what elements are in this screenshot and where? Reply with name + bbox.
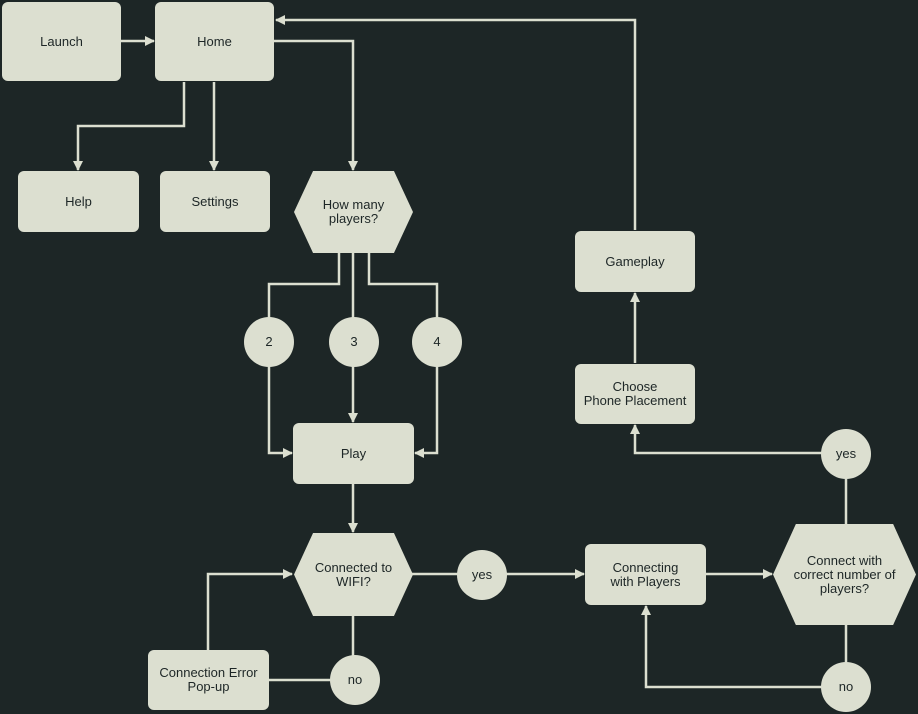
node-connected-wifi: Connected to WIFI? xyxy=(294,533,413,616)
node-how-many-label: How many players? xyxy=(322,197,385,226)
node-gameplay-label: Gameplay xyxy=(605,253,665,269)
node-phone-placement: Choose Phone Placement xyxy=(575,364,695,424)
node-connected-wifi-label: Connected to WIFI? xyxy=(314,559,393,589)
node-connecting-players: Connecting with Players xyxy=(585,544,706,605)
node-help: Help xyxy=(18,171,139,232)
node-home-label: Home xyxy=(197,33,232,49)
node-connection-error: Connection Error Pop-up xyxy=(148,650,269,710)
node-correct-yes: yes xyxy=(821,429,871,479)
node-help-label: Help xyxy=(65,193,92,209)
node-settings: Settings xyxy=(160,171,270,232)
node-correct-no-label: no xyxy=(838,679,854,694)
edge-gameplay-home xyxy=(275,15,637,230)
node-option-4: 4 xyxy=(412,317,462,367)
node-connecting-label: Connecting with Players xyxy=(610,559,681,589)
node-wifi-yes: yes xyxy=(457,550,507,600)
node-settings-label: Settings xyxy=(191,193,239,209)
node-connection-error-label: Connection Error Pop-up xyxy=(159,665,258,694)
node-correct-number-label: Connect with correct number of players? xyxy=(793,552,896,596)
node-launch: Launch xyxy=(2,2,121,81)
node-play-label: Play xyxy=(340,445,367,461)
node-option-3: 3 xyxy=(329,317,379,367)
edge-error-wifi xyxy=(206,569,293,650)
node-wifi-no: no xyxy=(330,655,380,705)
edge-home-howmany xyxy=(274,39,358,171)
node-home: Home xyxy=(155,2,274,81)
edge-yes-placement xyxy=(630,424,822,455)
node-option-2: 2 xyxy=(244,317,294,367)
node-option-4-label: 4 xyxy=(433,334,441,349)
edge-howmany-2 xyxy=(267,252,341,318)
node-correct-no: no xyxy=(821,662,871,712)
node-launch-label: Launch xyxy=(40,33,83,49)
node-correct-number: Connect with correct number of players? xyxy=(773,524,916,625)
node-correct-yes-label: yes xyxy=(835,446,857,461)
edge-2-play xyxy=(267,366,293,458)
node-gameplay: Gameplay xyxy=(575,231,695,292)
edge-home-help xyxy=(73,82,186,171)
node-wifi-no-label: no xyxy=(347,672,363,687)
edge-howmany-4 xyxy=(367,252,439,318)
node-how-many-players: How many players? xyxy=(294,171,413,253)
node-play: Play xyxy=(293,423,414,484)
node-phone-placement-label: Choose Phone Placement xyxy=(583,379,687,408)
node-wifi-yes-label: yes xyxy=(471,567,493,582)
node-option-2-label: 2 xyxy=(265,334,273,349)
edge-no-connecting xyxy=(641,605,822,689)
node-option-3-label: 3 xyxy=(350,334,358,349)
edge-4-play xyxy=(414,366,439,458)
